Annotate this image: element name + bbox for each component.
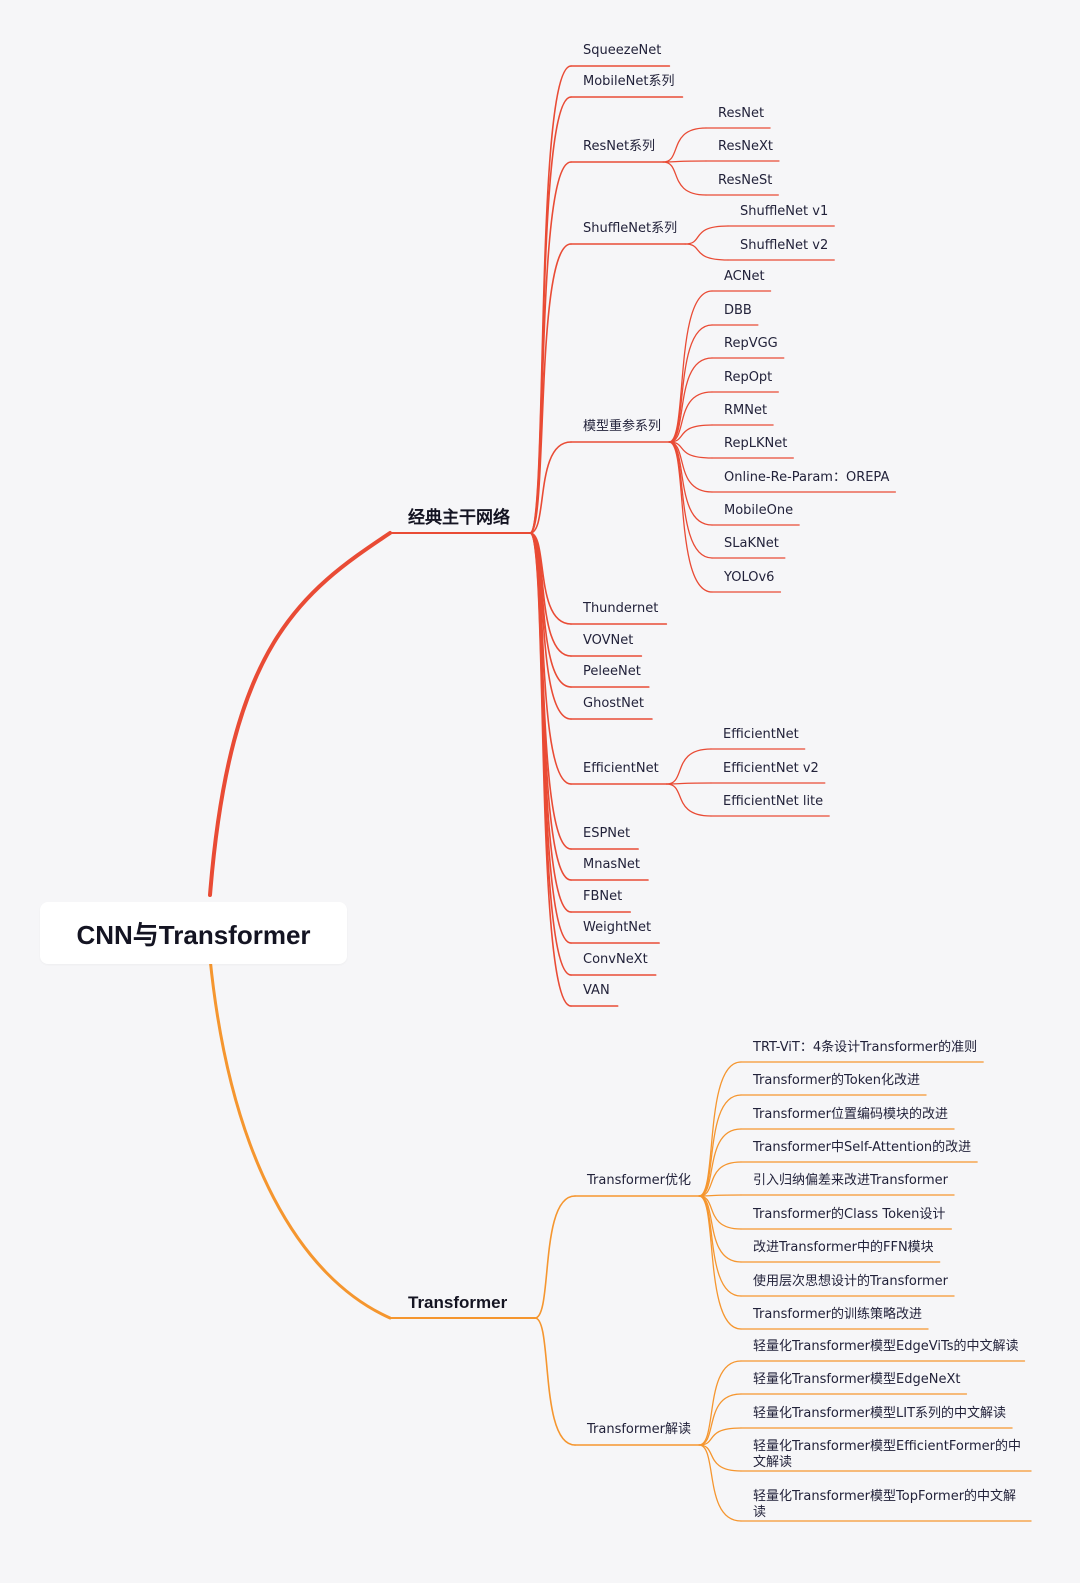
topic-node[interactable]: VOVNet [583, 633, 634, 648]
link-1-0-2 [698, 1128, 742, 1197]
root-node[interactable]: CNN与Transformer [40, 902, 347, 964]
link-0-2-0 [662, 127, 707, 163]
subtopic-node[interactable]: ShuffleNet v2 [740, 238, 829, 253]
subtopic-node[interactable]: Transformer位置编码模块的改进 [753, 1107, 949, 1122]
root-link-0 [208, 531, 392, 897]
subtopic-node[interactable]: Transformer的训练策略改进 [753, 1307, 923, 1322]
subtopic-node[interactable]: YOLOv6 [724, 570, 775, 585]
topic-node[interactable]: 模型重参系列 [583, 419, 662, 434]
link-1-0 [534, 1195, 576, 1319]
subtopic-node[interactable]: RepLKNet [724, 436, 788, 451]
subtopic-node[interactable]: ACNet [724, 269, 765, 284]
topic-node[interactable]: ShuffleNet系列 [583, 221, 678, 236]
topic-node[interactable]: ResNet系列 [583, 139, 656, 154]
subtopic-node[interactable]: 轻量化Transformer模型LIT系列的中文解读 [753, 1406, 1007, 1421]
link-0-4-4 [668, 424, 713, 443]
topic-node[interactable]: EfficientNet [583, 761, 659, 776]
subtopic-node[interactable]: DBB [724, 303, 752, 318]
subtopic-node[interactable]: 轻量化Transformer模型EdgeViTs的中文解读 [753, 1339, 1019, 1354]
link-1-1-0 [698, 1360, 742, 1446]
link-1-0-0 [698, 1061, 742, 1197]
link-0-11 [529, 532, 572, 881]
topic-node[interactable]: VAN [583, 983, 610, 998]
link-1-1-3 [698, 1444, 742, 1472]
link-0-9-2 [666, 783, 712, 817]
link-1-0-5 [698, 1195, 742, 1230]
subtopic-node[interactable]: RepOpt [724, 370, 773, 385]
link-1-1-1 [698, 1393, 742, 1446]
link-0-9-0 [666, 748, 712, 785]
link-0-4-1 [668, 324, 713, 443]
link-0-12 [529, 532, 572, 913]
topic-node[interactable]: PeleeNet [583, 664, 641, 679]
branch-1[interactable]: Transformer [408, 1293, 508, 1312]
link-0-9-1 [666, 782, 712, 785]
subtopic-node[interactable]: MobileOne [724, 503, 794, 518]
link-0-2-1 [662, 160, 707, 163]
link-1-0-1 [698, 1094, 742, 1197]
link-0-4 [529, 441, 572, 534]
subtopic-node[interactable]: RMNet [724, 403, 768, 418]
topic-node[interactable]: GhostNet [583, 696, 644, 711]
branch-0[interactable]: 经典主干网络 [408, 508, 510, 527]
link-0-1 [529, 96, 572, 534]
link-1-0-7 [698, 1195, 742, 1297]
link-1-1 [534, 1317, 576, 1446]
topic-node[interactable]: WeightNet [583, 920, 652, 935]
subtopic-node[interactable]: EfficientNet [723, 727, 799, 742]
root-link-1 [208, 956, 392, 1320]
subtopic-node[interactable]: 轻量化Transformer模型TopFormer的中文解读 [753, 1489, 1017, 1520]
subtopic-node[interactable]: SLaKNet [724, 536, 779, 551]
subtopic-node[interactable]: EfficientNet v2 [723, 761, 819, 776]
link-0-3-0 [684, 225, 729, 245]
topic-node[interactable]: MnasNet [583, 857, 641, 872]
subtopic-node[interactable]: ResNet [718, 106, 765, 121]
subtopic-node[interactable]: 使用层次思想设计的Transformer [753, 1274, 949, 1289]
link-1-1-4 [698, 1444, 742, 1522]
link-0-4-9 [668, 441, 713, 593]
link-0-4-2 [668, 357, 713, 443]
topic-node[interactable]: Transformer解读 [587, 1422, 692, 1437]
link-1-0-3 [698, 1161, 742, 1197]
link-0-4-3 [668, 391, 713, 443]
link-1-1-2 [698, 1427, 742, 1446]
subtopic-node[interactable]: 改进Transformer中的FFN模块 [753, 1240, 934, 1255]
subtopic-node[interactable]: 轻量化Transformer模型EfficientFormer的中文解读 [753, 1439, 1021, 1470]
link-0-15 [529, 532, 572, 1007]
link-0-4-8 [668, 441, 713, 559]
subtopic-node[interactable]: 引入归纳偏差来改进Transformer [753, 1173, 949, 1188]
topic-node[interactable]: SqueezeNet [583, 43, 662, 58]
topic-node[interactable]: Thundernet [583, 601, 659, 616]
topic-node[interactable]: ESPNet [583, 826, 631, 841]
subtopic-node[interactable]: Transformer的Class Token设计 [753, 1207, 946, 1222]
subtopic-node[interactable]: RepVGG [724, 336, 778, 351]
topic-node[interactable]: FBNet [583, 889, 623, 904]
link-0-3-1 [684, 243, 729, 261]
subtopic-node[interactable]: ResNeXt [718, 139, 773, 154]
subtopic-node[interactable]: Online-Re-Param：OREPA [724, 470, 890, 485]
topic-node[interactable]: Transformer优化 [587, 1173, 692, 1188]
link-1-0-4 [698, 1194, 742, 1197]
subtopic-node[interactable]: Transformer中Self-Attention的改进 [753, 1140, 972, 1155]
topic-node[interactable]: MobileNet系列 [583, 74, 675, 89]
link-1-0-8 [698, 1195, 742, 1330]
subtopic-node[interactable]: 轻量化Transformer模型EdgeNeXt [753, 1372, 961, 1387]
link-0-4-0 [668, 290, 713, 443]
link-0-2-2 [662, 161, 707, 196]
subtopic-node[interactable]: EfficientNet lite [723, 794, 824, 809]
link-0-3 [529, 243, 572, 534]
subtopic-node[interactable]: TRT-ViT：4条设计Transformer的准则 [753, 1040, 978, 1055]
subtopic-node[interactable]: ResNeSt [718, 173, 773, 188]
link-0-2 [529, 161, 572, 534]
link-0-10 [529, 532, 572, 850]
subtopic-node[interactable]: ShuffleNet v1 [740, 204, 829, 219]
topic-node[interactable]: ConvNeXt [583, 952, 648, 967]
subtopic-node[interactable]: Transformer的Token化改进 [753, 1073, 920, 1088]
